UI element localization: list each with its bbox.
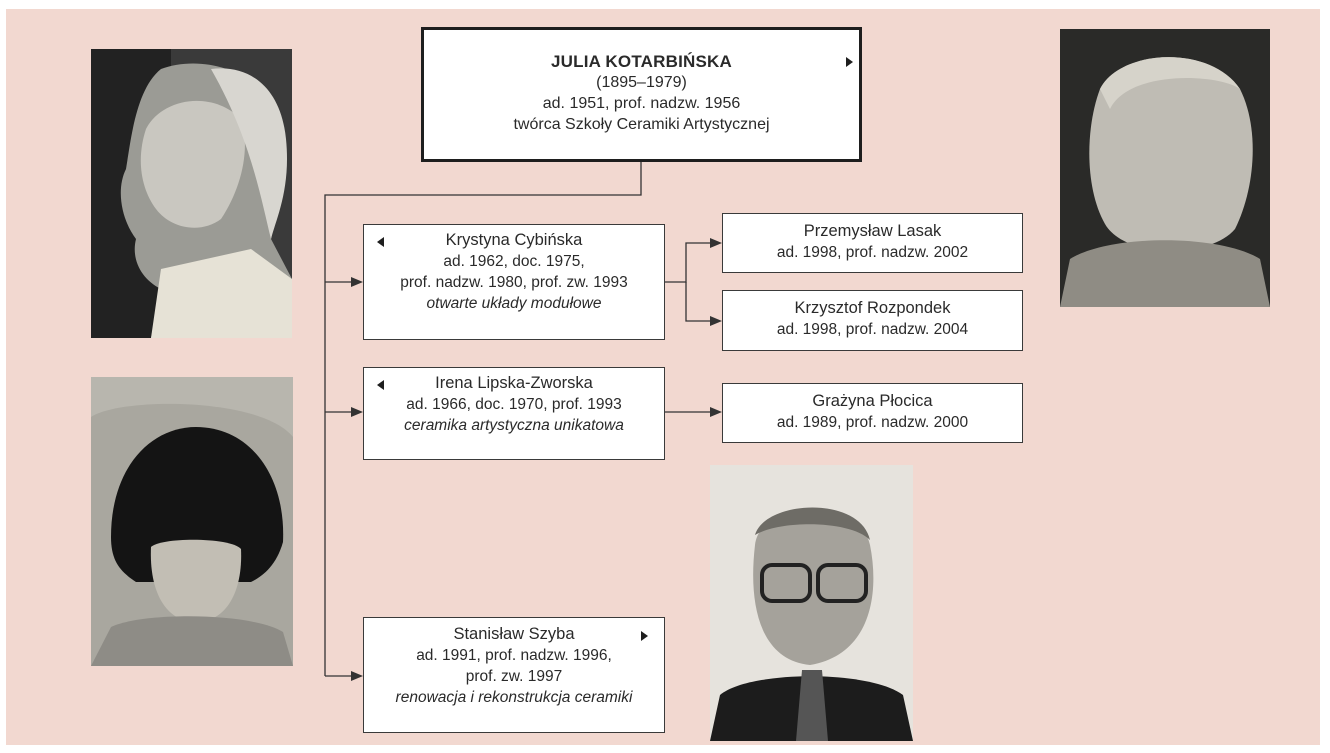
grandstudent-line: ad. 1998, prof. nadzw. 2004	[776, 321, 969, 338]
student-line: ad. 1962, doc. 1975,	[443, 253, 585, 270]
student-line: prof. nadzw. 1980, prof. zw. 1993	[400, 274, 628, 291]
student-line: ad. 1966, doc. 1970, prof. 1993	[406, 396, 622, 413]
grandstudent-name: Przemysław Lasak	[803, 222, 942, 240]
root-name: JULIA KOTARBIŃSKA	[551, 52, 732, 71]
student-name: Irena Lipska-Zworska	[435, 374, 593, 392]
student-specialty: ceramika artystyczna unikatowa	[404, 417, 624, 434]
portrait-photo-bottom-center	[710, 465, 913, 741]
grandstudent-box-lasak: Przemysław Lasak ad. 1998, prof. nadzw. …	[722, 213, 1023, 273]
grandstudent-name: Grażyna Płocica	[812, 392, 933, 410]
student-specialty: renowacja i rekonstrukcja ceramiki	[395, 689, 633, 706]
student-box-cybinska: Krystyna Cybińska ad. 1962, doc. 1975, p…	[363, 224, 665, 340]
student-box-szyba: Stanisław Szyba ad. 1991, prof. nadzw. 1…	[363, 617, 665, 733]
root-line: ad. 1951, prof. nadzw. 1956	[542, 95, 741, 112]
student-box-lipska-zworska: Irena Lipska-Zworska ad. 1966, doc. 1970…	[363, 367, 665, 460]
grandstudent-box-plocica: Grażyna Płocica ad. 1989, prof. nadzw. 2…	[722, 383, 1023, 443]
student-name: Stanisław Szyba	[453, 625, 575, 643]
grandstudent-line: ad. 1998, prof. nadzw. 2002	[776, 244, 969, 261]
grandstudent-name: Krzysztof Rozpondek	[794, 299, 951, 317]
grandstudent-box-rozpondek: Krzysztof Rozpondek ad. 1998, prof. nadz…	[722, 290, 1023, 351]
expand-left-arrow-icon[interactable]	[377, 380, 384, 390]
student-line: prof. zw. 1997	[465, 668, 563, 685]
expand-right-arrow-icon[interactable]	[641, 631, 648, 641]
student-line: ad. 1991, prof. nadzw. 1996,	[416, 647, 612, 664]
portrait-photo-bottom-left	[91, 377, 293, 666]
student-name: Krystyna Cybińska	[445, 231, 583, 249]
student-specialty: otwarte układy modułowe	[426, 295, 602, 312]
expand-right-arrow-icon[interactable]	[846, 57, 853, 67]
expand-left-arrow-icon[interactable]	[377, 237, 384, 247]
root-line: twórca Szkoły Ceramiki Artystycznej	[513, 116, 770, 133]
grandstudent-line: ad. 1989, prof. nadzw. 2000	[776, 414, 969, 431]
portrait-photo-top-right	[1060, 29, 1270, 307]
portrait-photo-top-left	[91, 49, 292, 338]
root-person-box: JULIA KOTARBIŃSKA (1895–1979) ad. 1951, …	[421, 27, 862, 162]
root-line: (1895–1979)	[596, 74, 687, 91]
